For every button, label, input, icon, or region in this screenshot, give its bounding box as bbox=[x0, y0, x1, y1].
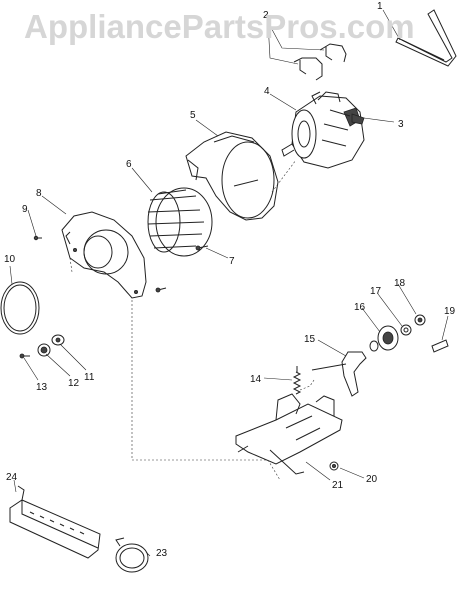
callout-17: 17 bbox=[370, 286, 382, 297]
callout-8: 8 bbox=[36, 188, 42, 199]
part-pulley-hardware bbox=[369, 314, 449, 353]
part-motor-mount bbox=[235, 393, 343, 475]
callout-24: 24 bbox=[6, 472, 18, 483]
callout-10: 10 bbox=[4, 254, 16, 265]
callout-16: 16 bbox=[354, 302, 366, 313]
callout-4: 4 bbox=[264, 86, 270, 97]
part-clamp bbox=[115, 537, 149, 573]
part-blower-wheel bbox=[147, 187, 213, 257]
callout-2: 2 bbox=[263, 10, 269, 21]
callout-12: 12 bbox=[68, 378, 80, 389]
callouts: 1 2 3 4 5 6 7 8 9 10 11 12 13 14 15 16 1… bbox=[4, 1, 456, 559]
part-clips bbox=[293, 43, 347, 81]
leader-lines bbox=[9, 9, 449, 557]
callout-6: 6 bbox=[126, 159, 132, 170]
callout-13: 13 bbox=[36, 382, 48, 393]
part-blower-housing bbox=[185, 131, 279, 221]
part-spring bbox=[292, 366, 302, 395]
part-screw-9 bbox=[33, 235, 42, 241]
callout-1: 1 bbox=[377, 1, 383, 12]
watermark-text: AppliancePartsPros.com bbox=[24, 8, 415, 45]
part-motor bbox=[281, 91, 365, 169]
callout-7: 7 bbox=[229, 256, 235, 267]
callout-23: 23 bbox=[156, 548, 168, 559]
callout-11: 11 bbox=[84, 372, 95, 383]
assembly-lines bbox=[69, 159, 315, 481]
callout-15: 15 bbox=[304, 334, 316, 345]
callout-18: 18 bbox=[394, 278, 406, 289]
part-housing-cover bbox=[61, 211, 147, 299]
part-screw-20 bbox=[329, 461, 339, 471]
part-belt bbox=[395, 9, 457, 67]
callout-5: 5 bbox=[190, 110, 196, 121]
callout-14: 14 bbox=[250, 374, 262, 385]
part-terminal-block bbox=[9, 485, 101, 559]
callout-19: 19 bbox=[444, 306, 456, 317]
callout-9: 9 bbox=[22, 204, 28, 215]
part-idler-arm bbox=[311, 351, 367, 397]
callout-21: 21 bbox=[332, 480, 344, 491]
part-fasteners-11-13 bbox=[19, 334, 65, 359]
callout-3: 3 bbox=[398, 119, 404, 130]
callout-20: 20 bbox=[366, 474, 378, 485]
part-screws bbox=[155, 245, 209, 293]
part-seal-ring bbox=[0, 281, 40, 335]
